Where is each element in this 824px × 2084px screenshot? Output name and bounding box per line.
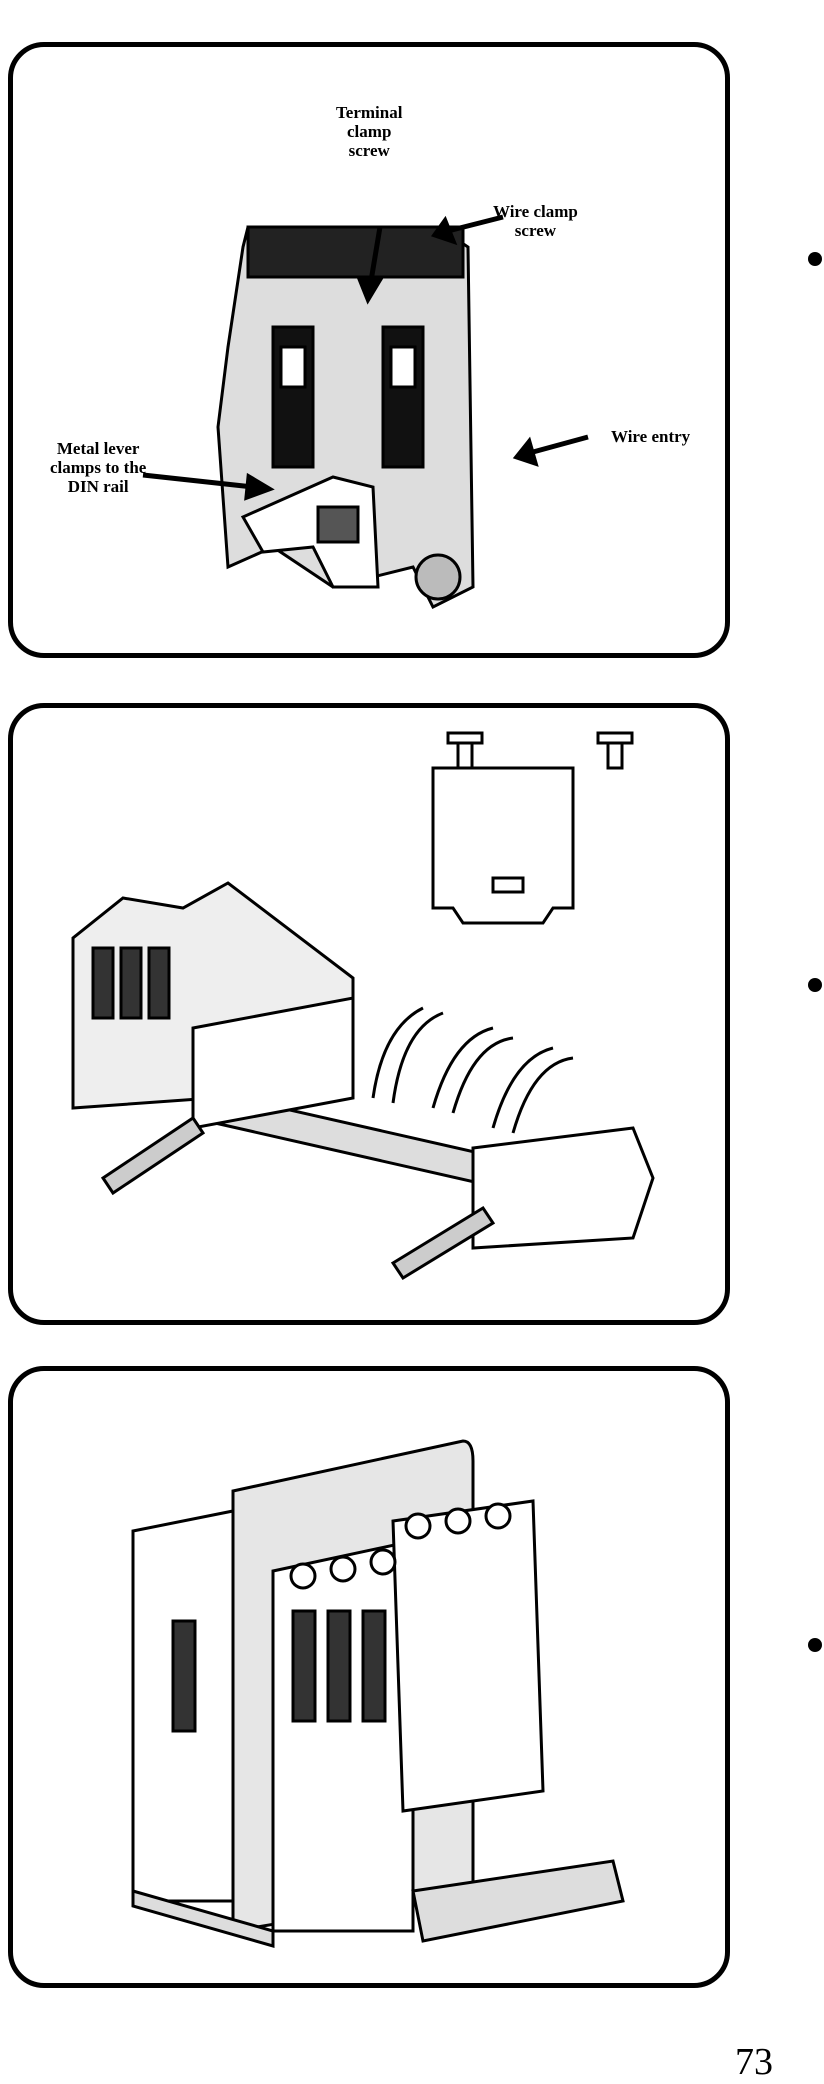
terminal-block-illustration bbox=[142, 214, 589, 610]
bullet-point bbox=[808, 1638, 822, 1652]
figure-terminal-block-assembly bbox=[8, 703, 730, 1325]
label-wire-entry: Wire entry bbox=[611, 427, 691, 446]
terminal-blocks-rail-illustration bbox=[131, 1439, 625, 1948]
terminal-strip-illustration bbox=[71, 731, 655, 1281]
figure-terminal-block-parts: Terminal clamp screw Wire clamp screw Wi… bbox=[8, 42, 730, 658]
bullet-point bbox=[808, 978, 822, 992]
page-number: 73 bbox=[735, 2041, 773, 2083]
figure-terminal-blocks-on-rail bbox=[8, 1366, 730, 1988]
bullet-point bbox=[808, 252, 822, 266]
label-wire-clamp-screw: Wire clamp screw bbox=[493, 202, 578, 240]
label-metal-lever: Metal lever clamps to the DIN rail bbox=[50, 439, 147, 496]
label-terminal-clamp-screw: Terminal clamp screw bbox=[336, 103, 403, 160]
